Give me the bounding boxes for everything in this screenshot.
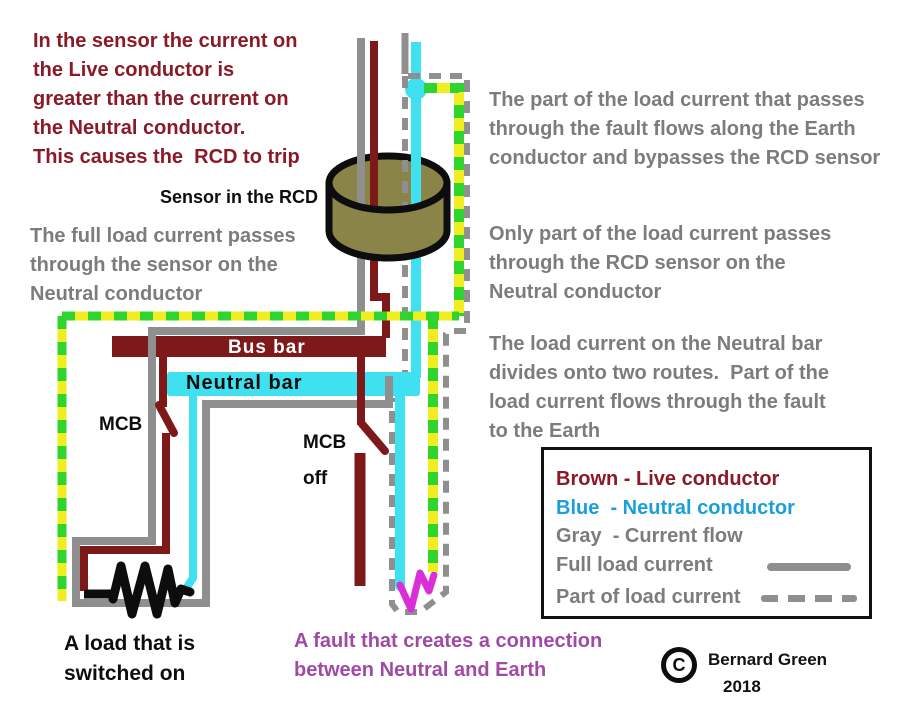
fault-caption: A fault that creates a connection betwee… <box>294 630 603 681</box>
fault-squiggle <box>396 569 438 613</box>
mcb-right-label: MCB off <box>303 432 347 489</box>
full-load-line-sample <box>767 563 851 571</box>
neutral-wire-load <box>181 390 197 594</box>
live-wire-load <box>80 433 170 591</box>
legend-item: Gray - Current flow <box>544 525 869 551</box>
annotation-right-lower: The load current on the Neutral bar divi… <box>489 333 830 442</box>
load-caption: A load that is switched on <box>64 632 196 685</box>
copyright-year: 2018 <box>723 677 761 696</box>
mcb-left-label: MCB <box>99 414 143 435</box>
legend-item: Part of load current <box>544 586 869 612</box>
neutral-bar <box>167 372 420 396</box>
legend-neutral-label: Blue - Neutral conductor <box>556 497 795 519</box>
annotation-top-left: In the sensor the current on the Live co… <box>33 30 300 168</box>
legend-gray-label: Gray - Current flow <box>556 525 743 547</box>
legend-full-load-label: Full load current <box>556 554 713 576</box>
legend-item: Blue - Neutral conductor <box>544 497 869 523</box>
legend-live-label: Brown - Live conductor <box>556 468 780 490</box>
annotation-left-mid: The full load current passes through the… <box>30 225 296 305</box>
copyright-symbol: C <box>661 647 697 683</box>
copyright-name: Bernard Green <box>708 650 828 669</box>
legend-item: Brown - Live conductor <box>544 468 869 494</box>
load-resistor <box>108 561 195 619</box>
part-load-current-fault-path <box>389 73 470 615</box>
part-load-line-sample <box>761 595 857 602</box>
legend-part-load-label: Part of load current <box>556 586 741 608</box>
annotation-right-mid: Only part of the load current passes thr… <box>489 223 832 303</box>
legend-item: Full load current <box>544 554 869 580</box>
annotation-right-top: The part of the load current that passes… <box>489 89 881 169</box>
mcb-left-switch <box>155 401 178 437</box>
mcb-right-switch-open <box>358 420 389 455</box>
bus-bar-label: Bus bar <box>228 337 306 358</box>
neutral-bar-label: Neutral bar <box>186 372 303 394</box>
bus-bar <box>112 336 386 357</box>
legend-box: Brown - Live conductor Blue - Neutral co… <box>541 447 872 619</box>
neutral-earth-bond <box>405 78 427 100</box>
rcd-sensor-body <box>325 179 451 262</box>
earth-conductor <box>57 83 464 601</box>
sensor-label: Sensor in the RCD <box>160 187 319 207</box>
full-load-current-path <box>72 38 393 607</box>
